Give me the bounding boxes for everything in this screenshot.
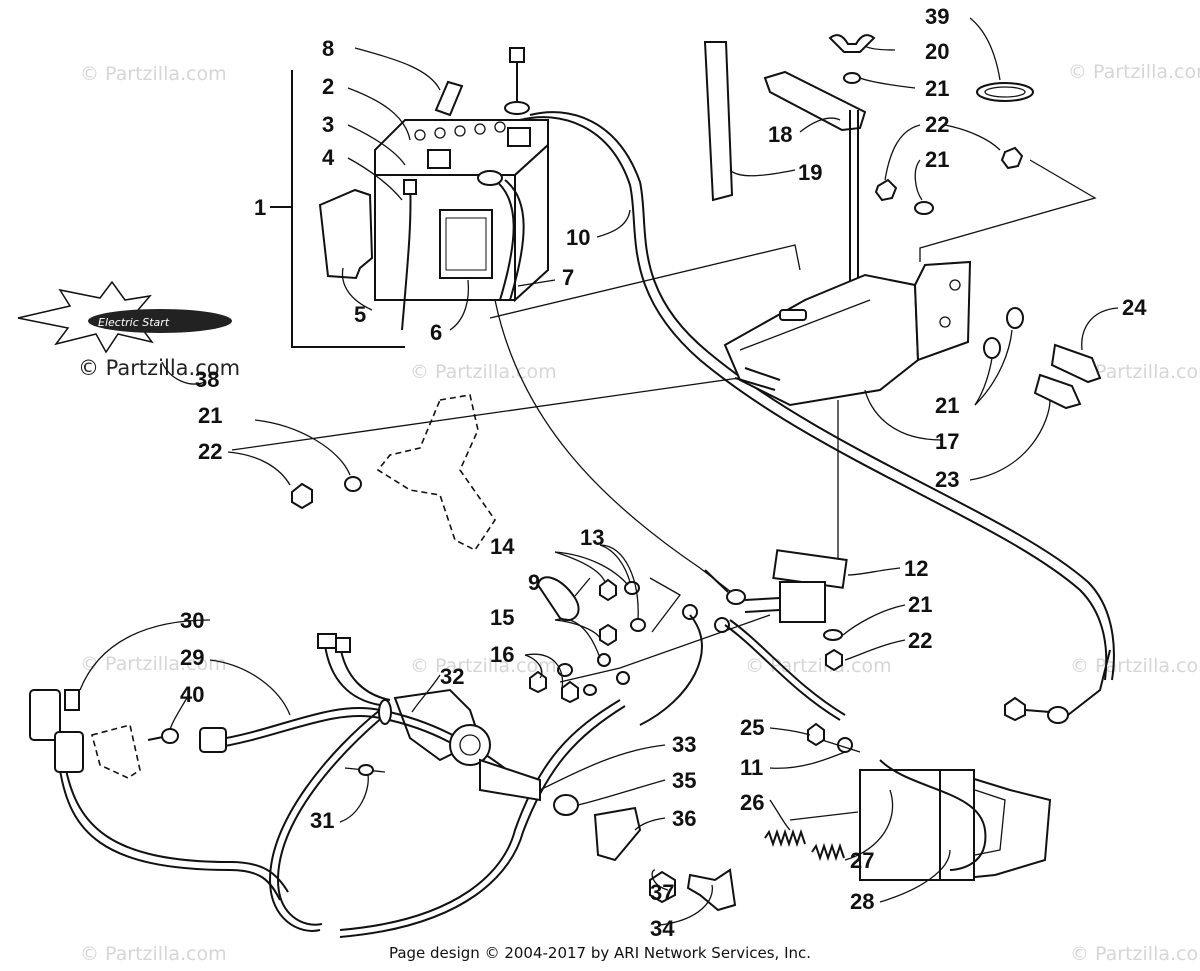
electric-start-logo: Electric Start xyxy=(17,280,232,354)
watermark: © Partzilla.com xyxy=(80,63,227,85)
callout-35: 35 xyxy=(672,768,696,793)
callout-25: 25 xyxy=(740,715,764,740)
callout-32: 32 xyxy=(440,664,464,689)
callout-17: 17 xyxy=(935,429,959,454)
watermark: © Partzilla.com xyxy=(1070,943,1200,965)
callout-5: 5 xyxy=(354,302,366,327)
watermark: © Partzilla.com xyxy=(410,361,557,383)
callout-33: 33 xyxy=(672,732,696,757)
callout-26: 26 xyxy=(740,790,764,815)
callout-8: 8 xyxy=(322,36,334,61)
callout-15: 15 xyxy=(490,605,514,630)
watermark: © Partzilla.com xyxy=(80,943,227,965)
watermark: © Partzilla.com xyxy=(745,655,892,677)
callout-9: 9 xyxy=(528,570,540,595)
callout-40: 40 xyxy=(180,682,204,707)
mounting-bracket-reference xyxy=(291,394,496,552)
callout-21: 21 xyxy=(925,76,949,101)
watermark: © Partzilla.com xyxy=(1070,361,1200,383)
callout-37: 37 xyxy=(650,880,674,905)
callout-3: 3 xyxy=(322,112,334,137)
watermark: © Partzilla.com xyxy=(1068,61,1200,83)
callout-39: 39 xyxy=(925,4,949,29)
callout-21: 21 xyxy=(935,393,959,418)
callout-22: 22 xyxy=(908,628,932,653)
callout-2: 2 xyxy=(322,74,334,99)
watermark: © Partzilla.com xyxy=(80,653,227,675)
solenoid-assembly xyxy=(494,299,848,726)
leader-lines xyxy=(79,17,1119,926)
callout-4: 4 xyxy=(322,145,335,170)
callout-21: 21 xyxy=(198,403,222,428)
callout-18: 18 xyxy=(768,122,792,147)
callout-labels: 8 2 3 4 1 5 6 7 10 39 20 21 18 22 21 19 … xyxy=(180,4,1147,941)
battery-tray-assembly xyxy=(231,34,1102,570)
battery-assembly xyxy=(270,47,1115,681)
callout-6: 6 xyxy=(430,320,442,345)
callout-10: 10 xyxy=(566,225,590,250)
svg-text:Electric Start: Electric Start xyxy=(98,316,170,329)
callout-19: 19 xyxy=(798,160,822,185)
callout-22: 22 xyxy=(198,439,222,464)
callout-22: 22 xyxy=(925,112,949,137)
callout-21: 21 xyxy=(908,592,932,617)
callout-38: 38 xyxy=(195,367,219,392)
starter-motor xyxy=(764,649,1111,881)
callout-36: 36 xyxy=(672,806,696,831)
callout-7: 7 xyxy=(562,265,574,290)
callout-11: 11 xyxy=(740,755,763,780)
callout-16: 16 xyxy=(490,642,514,667)
brand-watermark: © Partzilla.com xyxy=(78,356,240,380)
callout-14: 14 xyxy=(490,534,515,559)
callout-31: 31 xyxy=(310,808,334,833)
callout-13: 13 xyxy=(580,525,604,550)
callout-12: 12 xyxy=(904,556,928,581)
page-footer: Page design © 2004-2017 by ARI Network S… xyxy=(388,944,812,962)
callout-23: 23 xyxy=(935,467,959,492)
callout-20: 20 xyxy=(925,39,949,64)
callout-21: 21 xyxy=(925,147,949,172)
callout-34: 34 xyxy=(650,916,675,941)
callout-1: 1 xyxy=(254,195,266,220)
callout-24: 24 xyxy=(1122,295,1147,320)
callout-30: 30 xyxy=(180,608,204,633)
watermark: © Partzilla.com xyxy=(410,655,557,677)
callout-28: 28 xyxy=(850,889,874,914)
callout-29: 29 xyxy=(180,645,204,670)
watermark: © Partzilla.com xyxy=(1070,655,1200,677)
callout-27: 27 xyxy=(850,848,874,873)
wiring-harness xyxy=(29,633,737,938)
